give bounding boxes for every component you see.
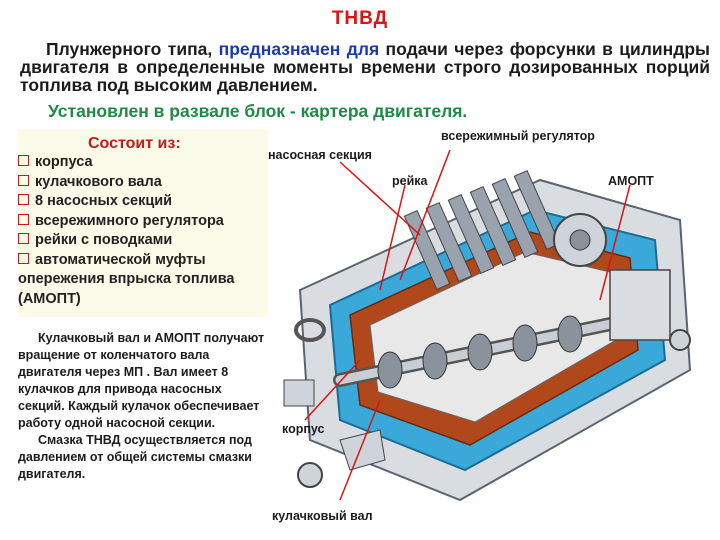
- description-paragraph-1: Кулачковый вал и АМОПТ получают вращение…: [18, 331, 265, 430]
- list-item: кулачкового вала: [18, 173, 268, 193]
- parts-item-label: всережимного регулятора: [35, 212, 224, 229]
- label-camshaft: кулачковый вал: [272, 509, 373, 523]
- checkbox-bullet-icon: [18, 174, 29, 186]
- intro-highlight: предназначен для: [218, 39, 380, 59]
- description-text: Кулачковый вал и АМОПТ получают вращение…: [18, 330, 268, 483]
- label-rack: рейка: [392, 174, 428, 188]
- list-item-continuation: опережения впрыска топлива (АМОПТ): [18, 270, 268, 309]
- parts-item-label: корпуса: [35, 154, 93, 170]
- list-item: автоматической муфты: [18, 251, 268, 271]
- callout-lines: [304, 149, 631, 501]
- label-housing: корпус: [282, 422, 325, 436]
- fuel-pump-cutaway-illustration: [283, 149, 692, 502]
- checkbox-bullet-icon: [18, 155, 29, 166]
- installed-note: Установлен в развале блок - картера двиг…: [48, 101, 468, 121]
- checkbox-bullet-icon: [18, 194, 29, 205]
- list-item: рейки с поводками: [18, 231, 268, 251]
- parts-item-continuation: опережения впрыска топлива (АМОПТ): [18, 271, 235, 307]
- parts-title: Состоит из:: [88, 135, 181, 152]
- parts-item-label: автоматической муфты: [35, 251, 206, 268]
- checkbox-bullet-icon: [18, 252, 29, 264]
- intro-part-3: подачи через форсунки в цилиндры двигате…: [20, 39, 710, 95]
- slide-title: ТНВД: [331, 8, 389, 29]
- pump-sections: [403, 169, 561, 291]
- label-regulator: всережимный регулятор: [441, 129, 595, 143]
- parts-list: корпуса кулачкового вала 8 насосных секц…: [18, 153, 268, 309]
- checkbox-bullet-icon: [18, 233, 29, 244]
- pump-housing: [298, 178, 692, 502]
- label-pump-section: насосная секция: [268, 148, 372, 162]
- camshaft: [333, 313, 637, 389]
- list-item: всережимного регулятора: [18, 212, 268, 232]
- label-amopt: АМОПТ: [608, 174, 654, 188]
- parts-box: Состоит из: корпуса кулачкового вала 8 н…: [18, 129, 268, 317]
- intro-part-1: Плунжерного типа,: [46, 39, 219, 59]
- list-item: корпуса: [18, 153, 268, 173]
- intro-paragraph: Плунжерного типа, предназначен для подач…: [20, 40, 710, 94]
- parts-item-label: кулачкового вала: [35, 173, 162, 190]
- loose-parts: [283, 318, 691, 488]
- checkbox-bullet-icon: [18, 213, 29, 225]
- regulator: [553, 213, 671, 341]
- parts-item-label: рейки с поводками: [35, 232, 173, 248]
- list-item: 8 насосных секций: [18, 192, 268, 212]
- parts-item-label: 8 насосных секций: [35, 193, 173, 209]
- description-paragraph-2: Смазка ТНВД осуществляется под давлением…: [18, 433, 252, 481]
